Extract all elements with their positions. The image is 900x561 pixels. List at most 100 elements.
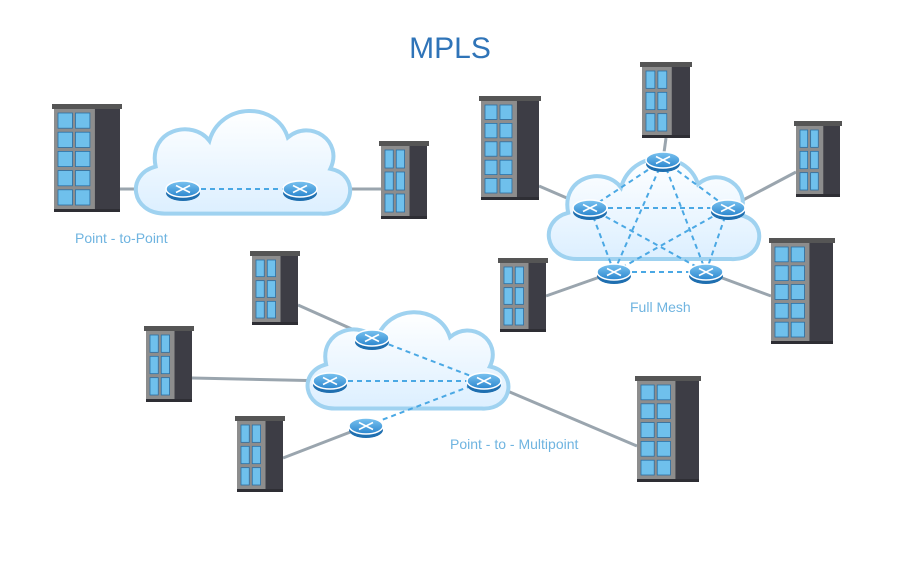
building-window (640, 403, 655, 419)
building-window (149, 334, 159, 353)
building-window (657, 113, 668, 132)
router-arrows (476, 376, 492, 386)
building-side (94, 108, 120, 212)
building-window (790, 284, 805, 300)
building-window (640, 440, 655, 457)
building-window (484, 123, 498, 139)
building-window (75, 131, 91, 148)
building-base (237, 489, 283, 492)
building-window (57, 112, 73, 129)
routers (165, 151, 746, 438)
building-window (251, 445, 261, 465)
building-window (645, 91, 656, 111)
building-window (266, 300, 276, 319)
building-window (657, 91, 668, 111)
router-icon (348, 417, 384, 438)
building-base (796, 194, 840, 197)
building-window (499, 159, 513, 175)
building-window (266, 259, 276, 278)
router-icon (645, 151, 681, 172)
building-window (799, 172, 809, 191)
building-side (174, 330, 192, 402)
building-base (381, 216, 427, 219)
building-window (149, 355, 159, 375)
building-window (774, 284, 789, 300)
building-window (484, 159, 498, 175)
building-window (640, 459, 655, 476)
building-window (810, 150, 819, 170)
building-roof (635, 376, 701, 381)
building-pmp-top (250, 251, 300, 325)
router-arrows (655, 155, 671, 165)
building-base (637, 479, 699, 482)
router-icon (572, 199, 608, 220)
building-window (499, 141, 513, 157)
building-window (514, 307, 524, 326)
building-window (75, 150, 91, 167)
building-window (240, 445, 250, 465)
building-side (409, 145, 427, 219)
building-window (75, 170, 91, 187)
building-window (774, 321, 789, 338)
building-pmp-left (144, 326, 194, 402)
building-window (484, 178, 498, 194)
building-base (642, 135, 690, 138)
building-roof (498, 258, 548, 263)
router-arrows (720, 203, 736, 213)
building-window (384, 193, 394, 213)
building-base (500, 329, 546, 332)
building-mesh-top (640, 62, 692, 138)
building-side (675, 380, 699, 482)
building-side (528, 262, 546, 332)
building-p2p-left (52, 104, 122, 212)
router-arrows (322, 376, 338, 386)
building-pmp-right (635, 376, 701, 482)
building-side (265, 420, 283, 492)
label-point-to-multipoint: Point - to - Multipoint (450, 436, 579, 452)
building-window (251, 424, 261, 443)
building-window (656, 459, 671, 476)
building-mesh-left (479, 96, 541, 200)
building-base (252, 322, 298, 325)
router-icon (710, 199, 746, 220)
building-window (499, 178, 513, 194)
router-icon (688, 263, 724, 284)
building-window (149, 377, 159, 396)
building-window (484, 104, 498, 120)
label-full-mesh: Full Mesh (630, 299, 691, 315)
building-window (160, 334, 170, 353)
building-roof (769, 238, 835, 243)
buildings (52, 62, 842, 492)
building-window (266, 280, 276, 298)
building-window (75, 189, 91, 206)
building-base (771, 341, 833, 344)
router-icon (596, 263, 632, 284)
router-icon (354, 329, 390, 350)
building-window (499, 104, 513, 120)
building-window (790, 246, 805, 263)
building-mesh-bl (498, 258, 548, 332)
building-window (640, 422, 655, 438)
router-arrows (292, 184, 308, 194)
building-pmp-bot (235, 416, 285, 492)
router-arrows (582, 203, 598, 213)
router-arrows (175, 184, 191, 194)
virtual-link (589, 159, 664, 209)
virtual-link (589, 207, 707, 273)
building-roof (52, 104, 122, 109)
router-arrows (358, 421, 374, 431)
building-window (240, 467, 250, 486)
building-window (240, 424, 250, 443)
building-window (395, 149, 405, 169)
building-window (790, 302, 805, 319)
building-window (57, 170, 73, 187)
router-icon (165, 180, 201, 201)
building-window (503, 266, 513, 285)
building-window (499, 123, 513, 139)
building-side (809, 242, 833, 344)
building-mesh-right (794, 121, 842, 197)
building-window (645, 70, 656, 89)
building-window (790, 321, 805, 338)
